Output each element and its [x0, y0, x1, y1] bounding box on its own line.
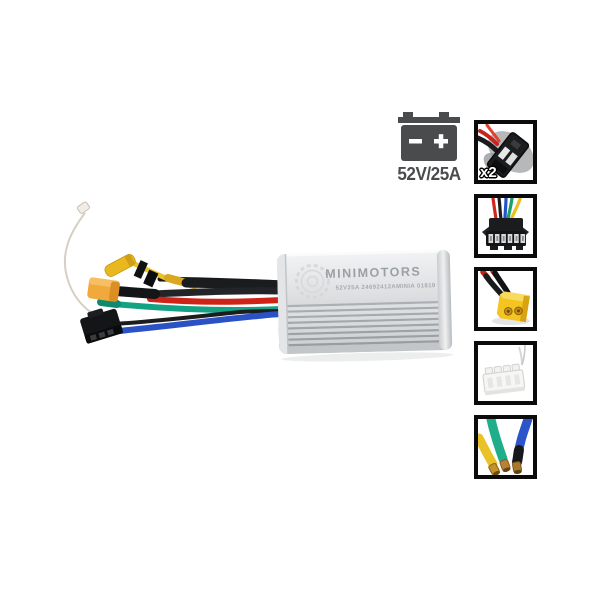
bullet-phase-wires-icon — [478, 419, 533, 475]
spec-label: 52V/25A — [397, 164, 461, 184]
end-cap — [436, 249, 453, 350]
black-wire — [181, 278, 287, 290]
antenna-tip-icon — [76, 201, 90, 214]
red-wire — [147, 296, 285, 305]
antenna-wire — [63, 212, 99, 318]
cable-clip-icon — [133, 260, 148, 279]
wire-harness — [63, 201, 287, 344]
serial-text: 52V25A 24692412AMINIA 01819 — [336, 283, 436, 292]
white-plug-thumbnail — [474, 341, 537, 405]
xt60-plug-thumbnail — [474, 267, 537, 331]
yellow-bullet-connector-icon — [104, 254, 136, 277]
black-wire — [148, 287, 286, 298]
quantity-badge: x2 — [480, 164, 497, 181]
2pin-battery-connector-icon — [478, 124, 533, 178]
white-jst-connector-icon — [482, 345, 526, 396]
6pin-sm-connector-icon — [482, 198, 529, 250]
gear-logo-icon — [294, 263, 330, 299]
blue-wire — [104, 311, 285, 335]
controller-body: MINIMOTORS 52V25A 24692412AMINIA 01819 — [276, 249, 454, 362]
teal-cap — [97, 298, 121, 308]
phase-wires-thumbnail — [474, 415, 537, 479]
cooling-fins — [278, 300, 452, 355]
body-shadow — [281, 352, 454, 362]
black-heatshrink — [111, 286, 160, 299]
cable-clip-icon — [143, 269, 159, 288]
battery-icon — [398, 112, 460, 161]
spec-badge: 52V/25A — [391, 112, 467, 185]
battery-plug-thumbnail: x2 — [474, 120, 537, 184]
signal-plug-thumbnail — [474, 194, 537, 258]
brand-text: MINIMOTORS — [325, 264, 421, 281]
xt60-connector-icon — [480, 271, 531, 325]
black-sm-connector-icon — [80, 308, 123, 344]
black-wire — [112, 309, 284, 326]
orange-xt30-connector-icon — [87, 277, 120, 302]
